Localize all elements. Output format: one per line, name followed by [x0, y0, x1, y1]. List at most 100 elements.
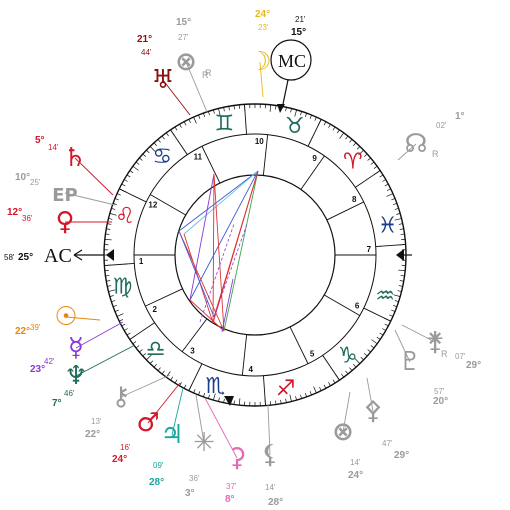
degree-tick	[126, 174, 131, 178]
sign-divider	[355, 170, 381, 188]
house-cusps	[134, 134, 376, 376]
degree-tick	[109, 295, 114, 297]
vertex-placement: ⊗24°14'	[332, 417, 363, 481]
juno-degree: 29°	[466, 360, 481, 371]
chiron-pointer-line	[120, 374, 171, 398]
degree-tick	[398, 223, 403, 225]
degree-tick	[323, 384, 327, 389]
degree-tick	[345, 135, 349, 140]
sign-divider	[170, 129, 188, 155]
saturn-degree: 5°	[35, 135, 45, 146]
house-cusp	[324, 294, 361, 316]
degree-tick	[165, 132, 169, 137]
degree-tick	[364, 153, 368, 157]
sign-divider	[129, 322, 155, 340]
vesta-minutes: 36'	[189, 474, 200, 483]
degree-tick	[135, 161, 140, 165]
degree-tick	[353, 142, 357, 146]
house-number: 1	[139, 257, 144, 266]
ceres-degree: 8°	[225, 494, 235, 505]
degree-tick	[146, 354, 152, 361]
degree-tick	[149, 146, 156, 152]
pars-fortuna-icon: ⊗	[175, 47, 197, 77]
degree-tick	[394, 218, 402, 221]
degree-tick	[223, 398, 225, 403]
vesta-degree: 3°	[185, 488, 195, 499]
degree-tick	[106, 228, 111, 230]
house-cusp	[326, 201, 364, 221]
degree-tick	[285, 107, 287, 112]
degree-tick	[188, 119, 191, 124]
degree-tick	[124, 179, 128, 182]
uranus-pointer-line	[162, 79, 191, 116]
degree-tick	[112, 203, 117, 206]
moon-icon: ☽	[248, 47, 271, 77]
degree-tick	[367, 349, 371, 353]
aspect-lines	[178, 170, 259, 333]
degree-tick	[393, 294, 401, 297]
aspect-line	[213, 173, 225, 332]
degree-tick	[121, 183, 126, 187]
degree-tick	[353, 364, 357, 368]
sign-divider	[244, 104, 248, 135]
degree-tick	[114, 309, 119, 312]
juno-pointer-line	[401, 324, 436, 343]
mc-badge	[270, 39, 312, 81]
aquarius-sign-icon: ♒︎	[375, 284, 395, 309]
aspect-line	[178, 230, 215, 318]
degree-tick	[238, 398, 241, 406]
node-icon: ☊	[404, 129, 427, 159]
degree-tick	[391, 198, 396, 201]
juno-icon: ⚵	[425, 327, 444, 357]
degree-tick	[142, 153, 146, 157]
degree-tick	[382, 179, 386, 182]
degree-tick	[213, 393, 216, 401]
mc-label: MC	[278, 51, 306, 71]
degree-tick	[142, 353, 146, 357]
planet-pointers	[64, 61, 436, 459]
degree-tick	[105, 275, 110, 277]
degree-tick	[233, 105, 235, 110]
lilith-pointer-line	[267, 404, 271, 456]
capricorn-sign-icon: ♑︎	[338, 343, 358, 368]
house-cusp	[300, 155, 325, 190]
degree-tick	[332, 126, 336, 131]
chiron-placement: ⚷22°13'	[85, 382, 131, 440]
mars-degree: 24°	[112, 454, 127, 465]
saturn-icon: ♄	[63, 143, 86, 173]
pluto-degree: 20°	[433, 396, 448, 407]
degree-tick	[373, 165, 378, 169]
pars-fortuna-degree: 15°	[176, 17, 191, 28]
ceres-minutes: 37'	[226, 482, 237, 491]
degree-tick	[360, 356, 364, 361]
vesta-pointer-line	[195, 394, 205, 444]
degree-tick	[161, 135, 165, 140]
degree-tick	[354, 358, 361, 364]
pluto-pointer-line	[394, 329, 411, 363]
degree-tick	[153, 364, 157, 368]
venus-icon: ♀	[55, 207, 74, 237]
aspect-line	[183, 170, 259, 235]
degree-tick	[153, 142, 157, 146]
mercury-minutes: 42'	[44, 357, 55, 366]
mc-cusp-marker-icon	[277, 104, 285, 113]
ac-degree: 25°	[18, 252, 33, 263]
neptune-pointer-line	[75, 344, 136, 377]
degree-tick	[157, 367, 161, 371]
degree-tick	[345, 370, 349, 375]
jupiter-degree: 28°	[149, 477, 164, 488]
juno-minutes: 07'	[455, 352, 466, 361]
node-pointer-line	[397, 143, 417, 161]
degree-tick	[398, 285, 403, 287]
lilith-icon: ⚸	[260, 440, 279, 470]
saturn-placement: ♄5°14'	[35, 135, 87, 173]
degree-tick	[203, 112, 206, 117]
degree-tick	[116, 193, 121, 196]
jupiter-minutes: 09'	[153, 461, 164, 470]
degree-tick	[371, 339, 378, 345]
degree-tick	[174, 379, 178, 384]
node-placement: ☊1°02'	[404, 111, 464, 159]
ceres-pointer-line	[204, 397, 238, 459]
